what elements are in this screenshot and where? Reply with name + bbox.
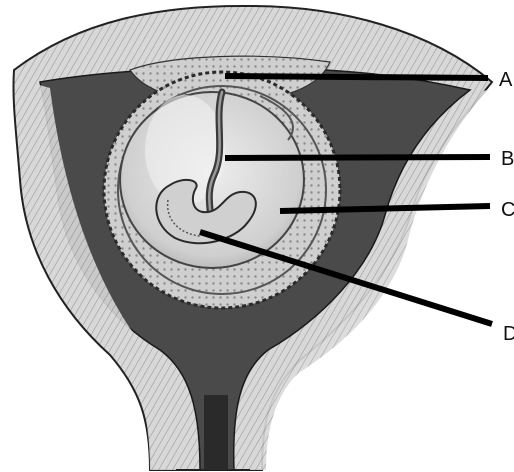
label-c: C — [501, 199, 514, 221]
leader-line-b — [225, 157, 490, 158]
label-b: B — [501, 148, 514, 170]
label-a: A — [499, 69, 513, 91]
cervical-canal — [204, 395, 228, 470]
label-d: D — [503, 323, 514, 345]
leader-line-a — [225, 76, 488, 78]
